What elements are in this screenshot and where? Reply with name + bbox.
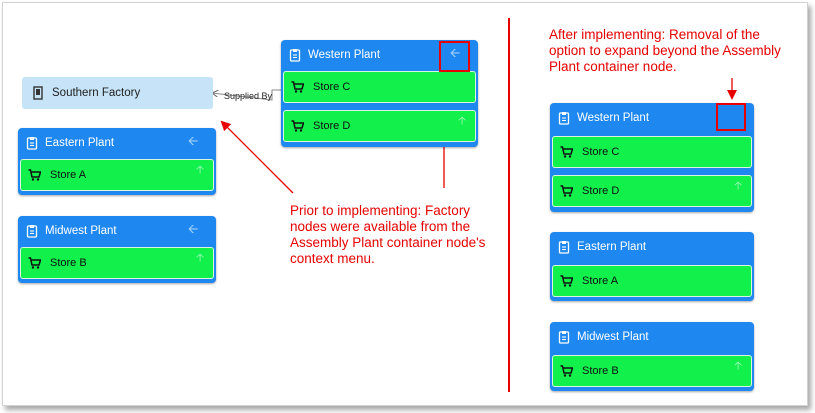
store-name: Store C [582,146,620,158]
highlight-removed-button [716,103,746,131]
collapse-button[interactable]: 🡨 [182,221,204,241]
clipboard-icon [26,225,38,238]
arrow-up-icon[interactable]: 🡡 [458,115,466,127]
plant-header: Eastern Plant [550,232,754,262]
store-name: Store C [313,81,351,93]
arrow-left-icon: 🡨 [449,45,461,60]
plant-header: Midwest Plant [550,322,754,352]
highlight-collapse-button [439,41,470,72]
cart-icon [28,257,41,269]
cart-icon [560,185,573,197]
plant-node-midwest[interactable]: Midwest Plant Store B 🡡 [550,322,754,391]
plant-header: Midwest Plant 🡨 [18,216,216,246]
plant-node-western[interactable]: Western Plant Store C Store D 🡡 [550,103,754,212]
plant-header: Western Plant [550,103,754,133]
store-name: Store B [50,257,87,269]
plant-title: Western Plant [308,49,381,61]
store-node-d[interactable]: Store D 🡡 [283,110,476,142]
annotation-before: Prior to implementing: Factory nodes wer… [290,203,486,266]
store-name: Store B [582,365,619,377]
plant-node-eastern[interactable]: Eastern Plant 🡨 Store A 🡡 [18,128,216,195]
factory-name: Southern Factory [52,87,141,99]
supplied-by-connector [212,89,281,101]
arrow-up-icon[interactable]: 🡡 [196,164,204,176]
store-name: Store D [582,185,620,197]
store-node-b[interactable]: Store B 🡡 [20,247,214,279]
arrow-up-icon[interactable]: 🡡 [734,360,742,372]
plant-title: Midwest Plant [577,331,649,343]
clipboard-icon [558,112,570,125]
store-name: Store D [313,120,351,132]
store-name: Store A [50,169,87,181]
cart-icon [291,81,304,93]
building-icon [33,86,43,100]
plant-header: Eastern Plant 🡨 [18,128,216,158]
cart-icon [560,146,573,158]
cart-icon [291,120,304,132]
plant-title: Western Plant [577,112,650,124]
arrow-up-icon[interactable]: 🡡 [734,180,742,192]
plant-node-western[interactable]: Western Plant 🡨 Store C Store D 🡡 [281,40,478,147]
arrow-to-factory [220,120,294,194]
section-divider [508,18,510,392]
factory-node-southern[interactable]: Southern Factory [22,77,213,109]
plant-node-eastern[interactable]: Eastern Plant Store A [550,232,754,301]
collapse-button[interactable]: 🡨 [444,45,466,65]
plant-header: Western Plant 🡨 [281,40,478,70]
clipboard-icon [289,49,301,62]
store-name: Store A [582,275,619,287]
arrow-left-icon: 🡨 [187,133,199,148]
clipboard-icon [558,241,570,254]
plant-title: Eastern Plant [577,241,647,253]
plant-title: Eastern Plant [45,137,115,149]
cart-icon [28,169,41,181]
arrow-up-icon[interactable]: 🡡 [196,252,204,264]
collapse-button[interactable]: 🡨 [182,133,204,153]
arrow-left-icon: 🡨 [187,221,199,236]
store-node-c[interactable]: Store C [552,136,752,168]
store-node-d[interactable]: Store D 🡡 [552,175,752,207]
cart-icon [560,275,573,287]
plant-node-midwest[interactable]: Midwest Plant 🡨 Store B 🡡 [18,216,216,283]
annotation-after: After implementing: Removal of the optio… [549,27,781,74]
store-node-b[interactable]: Store B 🡡 [552,355,752,387]
store-node-c[interactable]: Store C [283,71,476,103]
cart-icon [560,365,573,377]
store-node-a[interactable]: Store A [552,265,752,297]
store-node-a[interactable]: Store A 🡡 [20,159,214,191]
clipboard-icon [558,331,570,344]
clipboard-icon [26,137,38,150]
plant-title: Midwest Plant [45,225,117,237]
edge-label: Supplied By [224,91,273,101]
